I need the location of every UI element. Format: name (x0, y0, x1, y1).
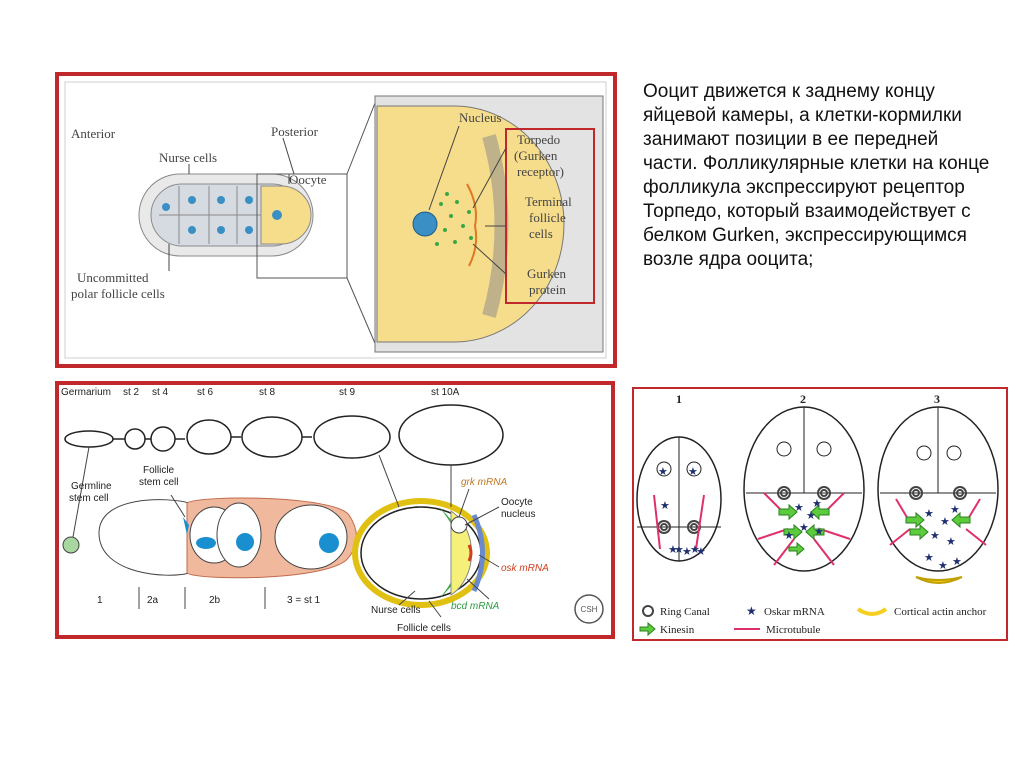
svg-text:★: ★ (784, 530, 794, 542)
svg-text:★: ★ (799, 522, 809, 534)
label-terminal-2: follicle (529, 210, 566, 225)
label-oocyte-1: Oocyte (501, 497, 533, 508)
stage-10a-chamber (352, 498, 490, 608)
stage-number-1: 1 (676, 392, 682, 406)
label-uncommitted-1: Uncommitted (77, 270, 149, 285)
svg-text:★: ★ (658, 466, 668, 478)
label-germline-1: Germline (71, 481, 112, 492)
oogenesis-stages-diagram: Germarium st 2 st 4 st 6 st 8 st 9 st 10… (61, 387, 604, 634)
label-terminal-3: cells (529, 226, 553, 241)
label-st2: st 2 (123, 387, 140, 398)
svg-text:★: ★ (696, 546, 706, 558)
label-region-1: 1 (97, 595, 103, 606)
svg-text:★: ★ (952, 556, 962, 568)
label-germline-2: stem cell (69, 493, 108, 504)
label-gurken-2: protein (529, 282, 566, 297)
label-grk-mrna: grk mRNA (461, 477, 507, 488)
label-torpedo-3: receptor) (517, 164, 564, 179)
label-posterior: Posterior (271, 124, 319, 139)
label-follicle-cells: Follicle cells (397, 623, 451, 634)
svg-text:★: ★ (924, 552, 934, 564)
label-bcd-mrna: bcd mRNA (451, 601, 500, 612)
label-uncommitted-2: polar follicle cells (71, 286, 165, 301)
svg-text:★: ★ (674, 544, 684, 556)
label-st10a: st 10A (431, 387, 460, 398)
svg-text:★: ★ (668, 544, 678, 556)
egg-chamber-diagram: Anterior Posterior Nurse cells Oocyte Un… (64, 81, 607, 359)
stage-row (64, 404, 504, 466)
label-torpedo-2: (Gurken (514, 148, 558, 163)
svg-text:★: ★ (682, 546, 692, 558)
description-text: Ооцит движется к заднему концу яйцевой к… (643, 81, 990, 270)
label-region-2b: 2b (209, 595, 221, 606)
svg-text:★: ★ (946, 536, 956, 548)
svg-text:★: ★ (660, 500, 670, 512)
label-nurse-cells: Nurse cells (371, 605, 420, 616)
label-st9: st 9 (339, 387, 356, 398)
legend-microtubule: Microtubule (766, 624, 820, 636)
germarium-detail (62, 497, 357, 579)
label-oocyte: Oocyte (289, 172, 327, 187)
label-germarium: Germarium (61, 387, 111, 398)
egg-chamber (138, 173, 314, 257)
svg-text:★: ★ (690, 544, 700, 556)
svg-text:★: ★ (940, 516, 950, 528)
egg-chamber-diagram-panel: Anterior Posterior Nurse cells Oocyte Un… (55, 72, 617, 368)
star-icon: ★ (746, 604, 757, 618)
label-region-3: 3 = st 1 (287, 595, 321, 606)
legend-ring-canal: Ring Canal (660, 606, 710, 618)
csh-logo: CSH (574, 594, 604, 624)
stage-number-2: 2 (800, 392, 806, 406)
svg-text:★: ★ (938, 560, 948, 572)
svg-text:★: ★ (950, 504, 960, 516)
svg-text:★: ★ (924, 508, 934, 520)
label-torpedo-1: Torpedo (517, 132, 560, 147)
label-st4: st 4 (152, 387, 169, 398)
label-st6: st 6 (197, 387, 214, 398)
label-follicle-2: stem cell (139, 477, 178, 488)
svg-text:★: ★ (806, 510, 816, 522)
zoom-box (256, 173, 348, 279)
label-osk-mrna: osk mRNA (501, 563, 549, 574)
oskar-localization-panel: ★★★ ★★★ ★★ ★★★ ★★★ ★★★ ★★★ ★★ 1 2 3 Ring… (632, 387, 1008, 641)
label-nurse-cells: Nurse cells (159, 150, 217, 165)
oskar-localization-diagram: ★★★ ★★★ ★★ ★★★ ★★★ ★★★ ★★★ ★★ 1 2 3 Ring… (636, 392, 999, 637)
label-oocyte-2: nucleus (501, 509, 535, 520)
kinesin-icon (639, 621, 656, 637)
magnified-posterior (374, 95, 604, 353)
stage-number-3: 3 (934, 392, 940, 406)
label-anterior: Anterior (71, 126, 116, 141)
anchor-icon (856, 607, 888, 616)
label-nucleus: Nucleus (459, 110, 502, 125)
label-terminal-1: Terminal (525, 194, 572, 209)
legend-kinesin: Kinesin (660, 624, 695, 636)
legend: Ring Canal ★ Oskar mRNA Cortical actin a… (639, 604, 987, 637)
oogenesis-stages-panel: Germarium st 2 st 4 st 6 st 8 st 9 st 10… (55, 381, 615, 639)
callout-box (505, 128, 595, 304)
label-gurken-1: Gurken (527, 266, 566, 281)
label-follicle-1: Follicle (143, 465, 175, 476)
legend-cortical-actin: Cortical actin anchor (894, 606, 987, 618)
csh-logo-text: CSH (581, 605, 598, 614)
legend-oskar-mrna: Oskar mRNA (764, 606, 825, 618)
svg-text:★: ★ (812, 498, 822, 510)
svg-text:★: ★ (794, 502, 804, 514)
svg-text:★: ★ (930, 530, 940, 542)
svg-text:★: ★ (814, 526, 824, 538)
label-region-2a: 2a (147, 595, 159, 606)
svg-text:★: ★ (688, 466, 698, 478)
label-st8: st 8 (259, 387, 276, 398)
